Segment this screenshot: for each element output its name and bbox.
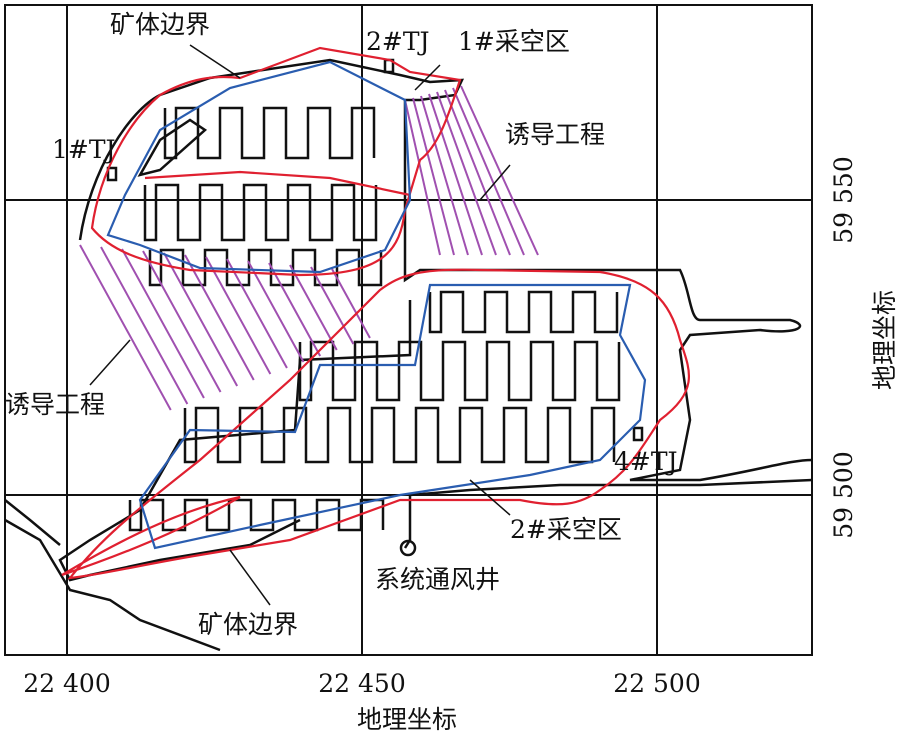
x-tick: 22 400: [23, 669, 110, 698]
induction-line: [142, 250, 222, 393]
goaf1-outline: [106, 60, 412, 274]
y-tick: 59 550: [829, 156, 858, 243]
induction-line: [247, 260, 305, 363]
induction-line: [100, 246, 189, 405]
stope-comb: [183, 406, 616, 464]
induction-line: [404, 99, 441, 256]
induction-line: [226, 258, 288, 369]
induction-line: [79, 244, 172, 411]
ore-boundary-lower: [61, 268, 691, 580]
stope-comb: [298, 340, 621, 402]
induction-line: [460, 85, 539, 256]
grid: [4, 4, 813, 656]
x-tick: 22 500: [613, 669, 700, 698]
stope-comb: [163, 106, 376, 160]
induction-line: [412, 97, 455, 256]
leader-lines: [89, 44, 511, 606]
induction-line: [205, 256, 272, 375]
label-induction-left: 诱导工程: [5, 390, 105, 419]
label-ore-boundary-top: 矿体边界: [110, 10, 210, 39]
induction-line: [184, 254, 255, 381]
tj1-marker: [106, 166, 118, 182]
stope-combs: [128, 106, 621, 532]
label-4tj: 4#TJ: [614, 447, 678, 476]
y-tick: 59 500: [829, 451, 858, 538]
stope-comb: [143, 183, 378, 242]
induction-line: [289, 264, 338, 351]
goaf2-outline: [138, 283, 647, 550]
induction-line: [121, 248, 205, 399]
tj4-marker: [632, 426, 644, 442]
induction-lines: [79, 85, 539, 411]
induction-line: [163, 252, 239, 387]
tunnel-outline: [4, 58, 813, 652]
x-axis-title: 地理坐标: [357, 705, 457, 734]
induction-line: [420, 95, 469, 256]
induction-line: [452, 87, 525, 256]
y-axis-title: 地理坐标: [870, 290, 899, 390]
label-goaf2: 2#采空区: [510, 515, 622, 544]
x-tick: 22 450: [318, 669, 405, 698]
map-frame: [4, 4, 813, 656]
stope-comb: [128, 498, 385, 532]
induction-line: [428, 93, 483, 256]
induction-line: [268, 262, 322, 357]
induction-line: [331, 268, 371, 339]
label-1tj: 1#TJ: [52, 135, 116, 164]
label-ore-boundary-bottom: 矿体边界: [198, 610, 298, 639]
induction-line: [310, 266, 355, 345]
label-shaft: 系统通风井: [375, 565, 500, 594]
label-2tj: 2#TJ: [366, 27, 430, 56]
label-induction-right: 诱导工程: [505, 120, 605, 149]
induction-line: [436, 91, 497, 256]
induction-line: [444, 89, 511, 256]
label-goaf1: 1#采空区: [458, 27, 570, 56]
ventilation-shaft: [399, 539, 417, 557]
stope-comb: [148, 248, 383, 287]
stope-comb: [428, 290, 619, 334]
ore-boundary-upper: [90, 46, 462, 277]
